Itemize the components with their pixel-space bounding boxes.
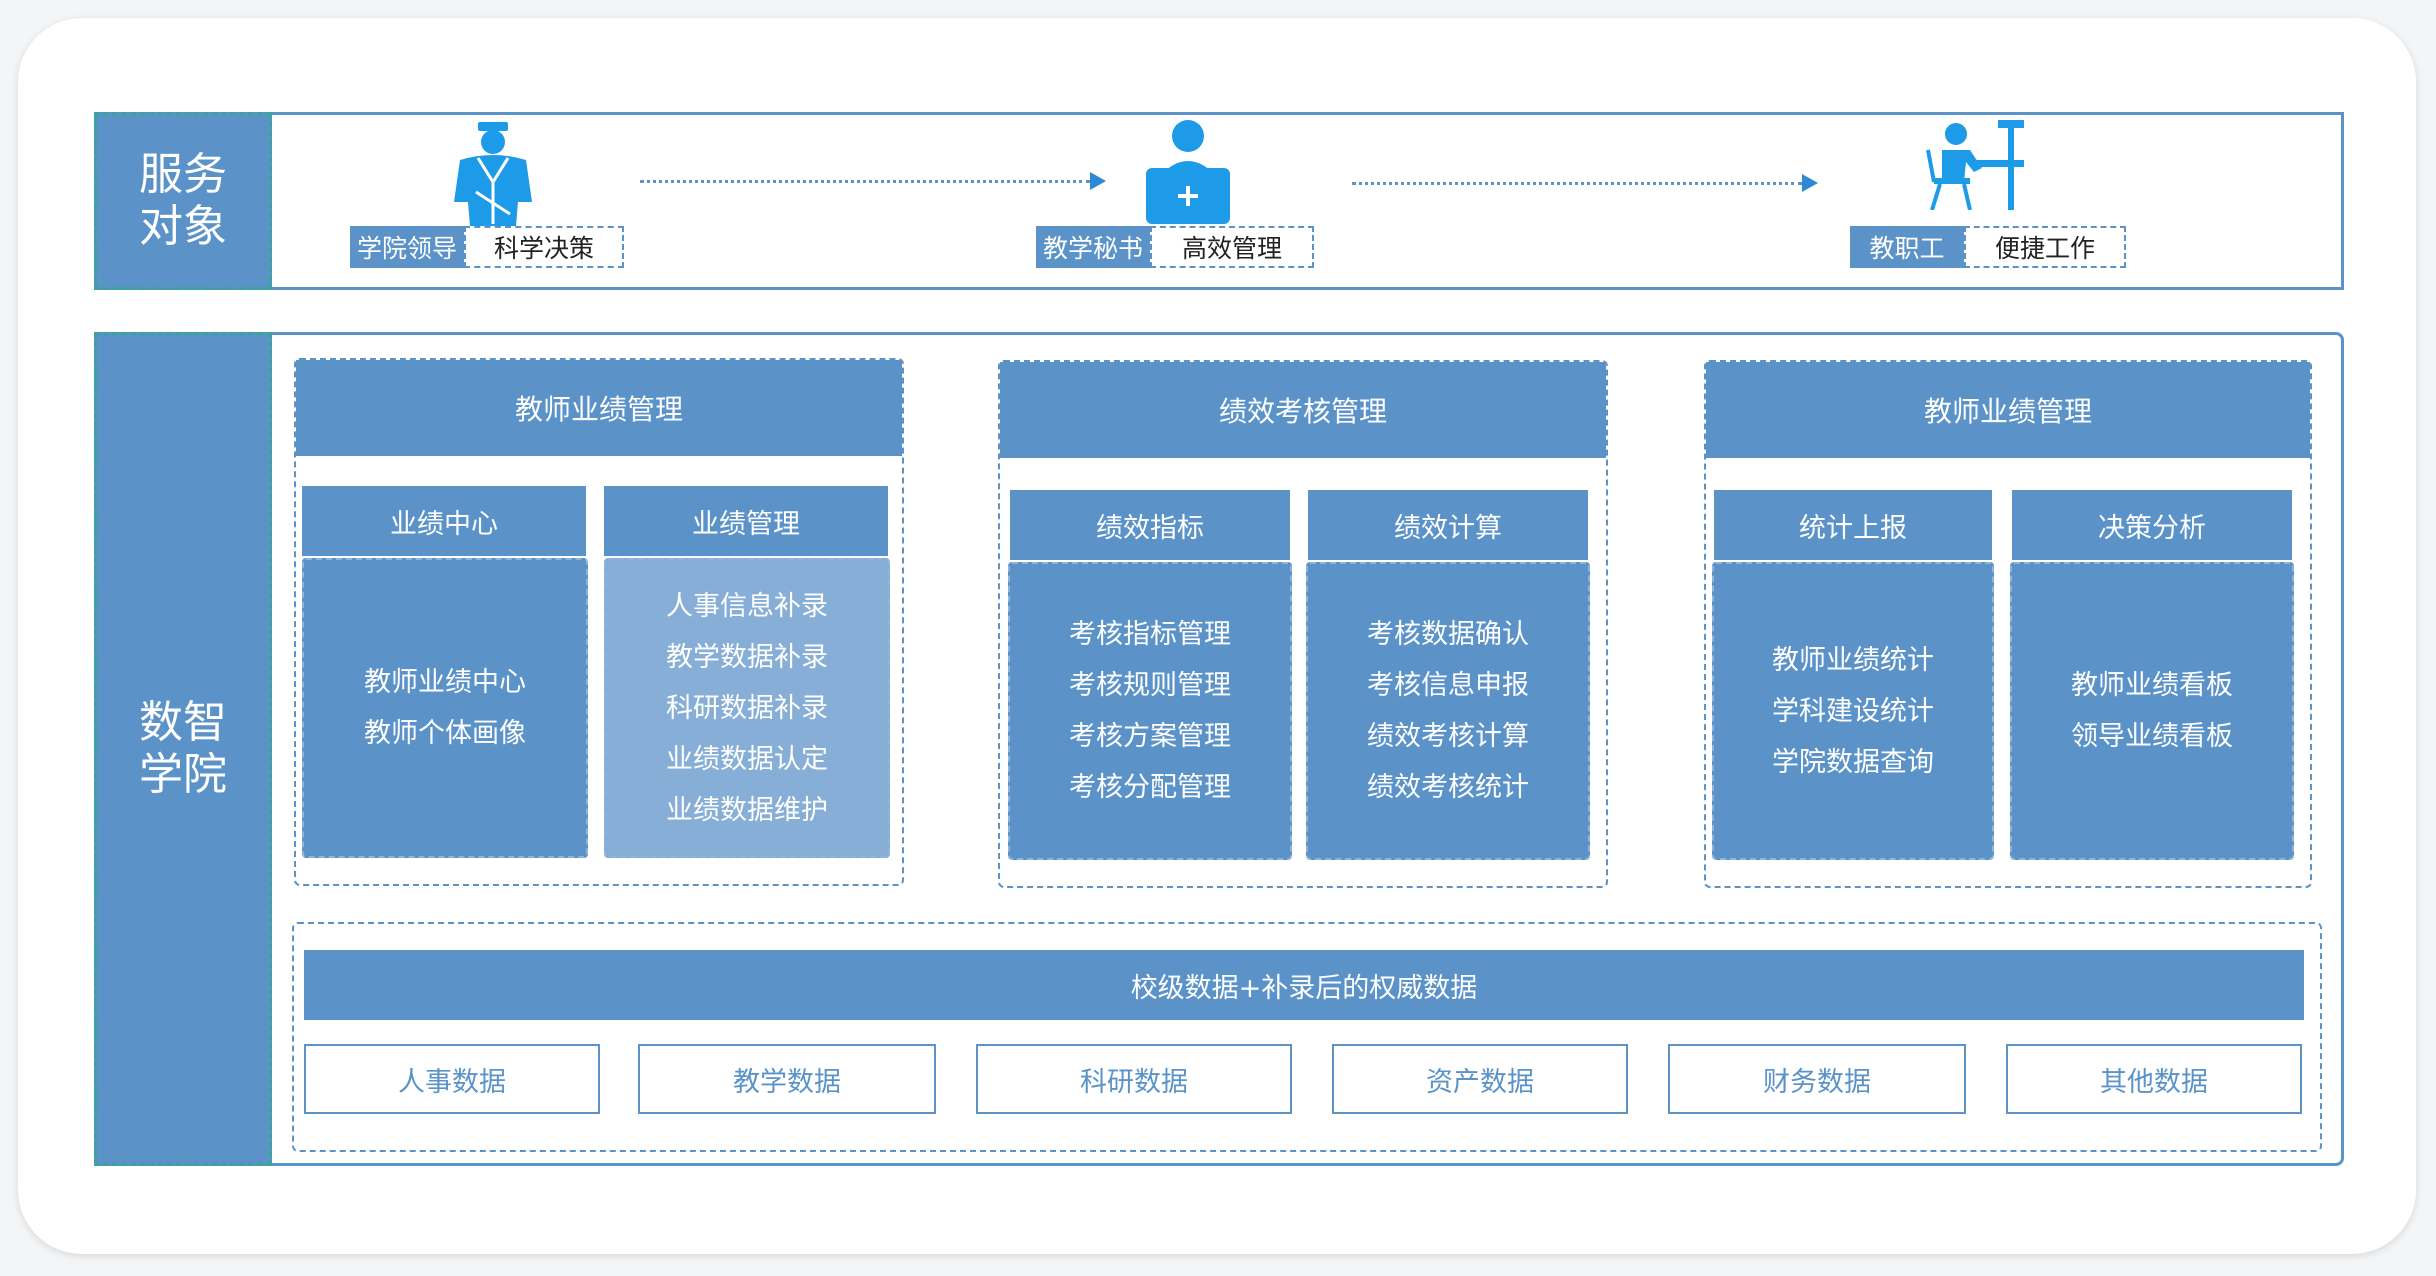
list-item: 考核分配管理 [1069, 772, 1231, 803]
submodule-items: 教师业绩中心 教师个体画像 [302, 558, 588, 858]
list-item: 教师业绩中心 [364, 667, 526, 698]
goal-label-efficient-management: 高效管理 [1150, 226, 1314, 268]
arrowhead-icon [1802, 174, 1818, 192]
role-label-teaching-secretary: 教学秘书 [1036, 226, 1150, 268]
list-item: 教学数据补录 [666, 641, 828, 673]
service-objects-label: 服务 对象 [94, 112, 272, 290]
submodule-items: 考核数据确认 考核信息申报 绩效考核计算 绩效考核统计 [1306, 562, 1590, 860]
data-source-research: 科研数据 [976, 1044, 1292, 1114]
data-source-finance: 财务数据 [1668, 1044, 1966, 1114]
academic-gown-person-icon [448, 122, 538, 226]
data-source-assets: 资产数据 [1332, 1044, 1628, 1114]
submodule-title: 绩效计算 [1308, 490, 1588, 560]
list-item: 考核指标管理 [1069, 619, 1231, 650]
submodule-items: 考核指标管理 考核规则管理 考核方案管理 考核分配管理 [1008, 562, 1292, 860]
data-layer-group [292, 922, 2322, 1152]
list-item: 教师业绩统计 [1772, 644, 1934, 676]
list-item: 科研数据补录 [666, 692, 828, 724]
data-source-teaching: 教学数据 [638, 1044, 936, 1114]
module-group-performance-assessment [998, 360, 1608, 888]
list-item: 考核规则管理 [1069, 670, 1231, 701]
submodule-title: 决策分析 [2012, 490, 2292, 560]
role-label-academic-leader: 学院领导 [350, 226, 464, 268]
arrowhead-icon [1090, 172, 1106, 190]
submodule-items: 人事信息补录 教学数据补录 科研数据补录 业绩数据认定 业绩数据维护 [604, 558, 890, 858]
list-item: 教师业绩看板 [2071, 670, 2233, 701]
submodule-title: 统计上报 [1714, 490, 1992, 560]
data-layer-title: 校级数据+补录后的权威数据 [304, 950, 2304, 1020]
secretary-with-briefcase-icon [1140, 118, 1236, 224]
flow-arrow-1 [640, 180, 1090, 183]
submodule-title: 业绩管理 [604, 486, 888, 556]
goal-label-scientific-decision: 科学决策 [464, 226, 624, 268]
module-title: 绩效考核管理 [1000, 362, 1606, 458]
module-title: 教师业绩管理 [1706, 362, 2310, 458]
data-source-other: 其他数据 [2006, 1044, 2302, 1114]
role-label-staff: 教职工 [1850, 226, 1964, 268]
submodule-items: 教师业绩统计 学科建设统计 学院数据查询 [1712, 562, 1994, 860]
data-source-hr: 人事数据 [304, 1044, 600, 1114]
staff-at-desk-icon [1924, 120, 2028, 210]
list-item: 人事信息补录 [666, 590, 828, 622]
list-item: 业绩数据维护 [666, 794, 828, 826]
goal-label-convenient-work: 便捷工作 [1964, 226, 2126, 268]
submodule-title: 绩效指标 [1010, 490, 1290, 560]
module-group-teacher-performance-analytics [1704, 360, 2312, 888]
list-item: 学科建设统计 [1772, 695, 1934, 727]
submodule-items: 教师业绩看板 领导业绩看板 [2010, 562, 2294, 860]
list-item: 考核数据确认 [1367, 619, 1529, 650]
list-item: 考核信息申报 [1367, 670, 1529, 701]
list-item: 考核方案管理 [1069, 721, 1231, 752]
list-item: 绩效考核计算 [1367, 721, 1529, 752]
list-item: 教师个体画像 [364, 718, 526, 749]
list-item: 业绩数据认定 [666, 743, 828, 775]
flow-arrow-2 [1352, 182, 1802, 185]
list-item: 领导业绩看板 [2071, 721, 2233, 752]
list-item: 绩效考核统计 [1367, 772, 1529, 803]
digital-college-label: 数智 学院 [94, 332, 272, 1166]
list-item: 学院数据查询 [1772, 746, 1934, 778]
module-group-teacher-performance [294, 358, 904, 886]
submodule-title: 业绩中心 [302, 486, 586, 556]
module-title: 教师业绩管理 [296, 360, 902, 456]
